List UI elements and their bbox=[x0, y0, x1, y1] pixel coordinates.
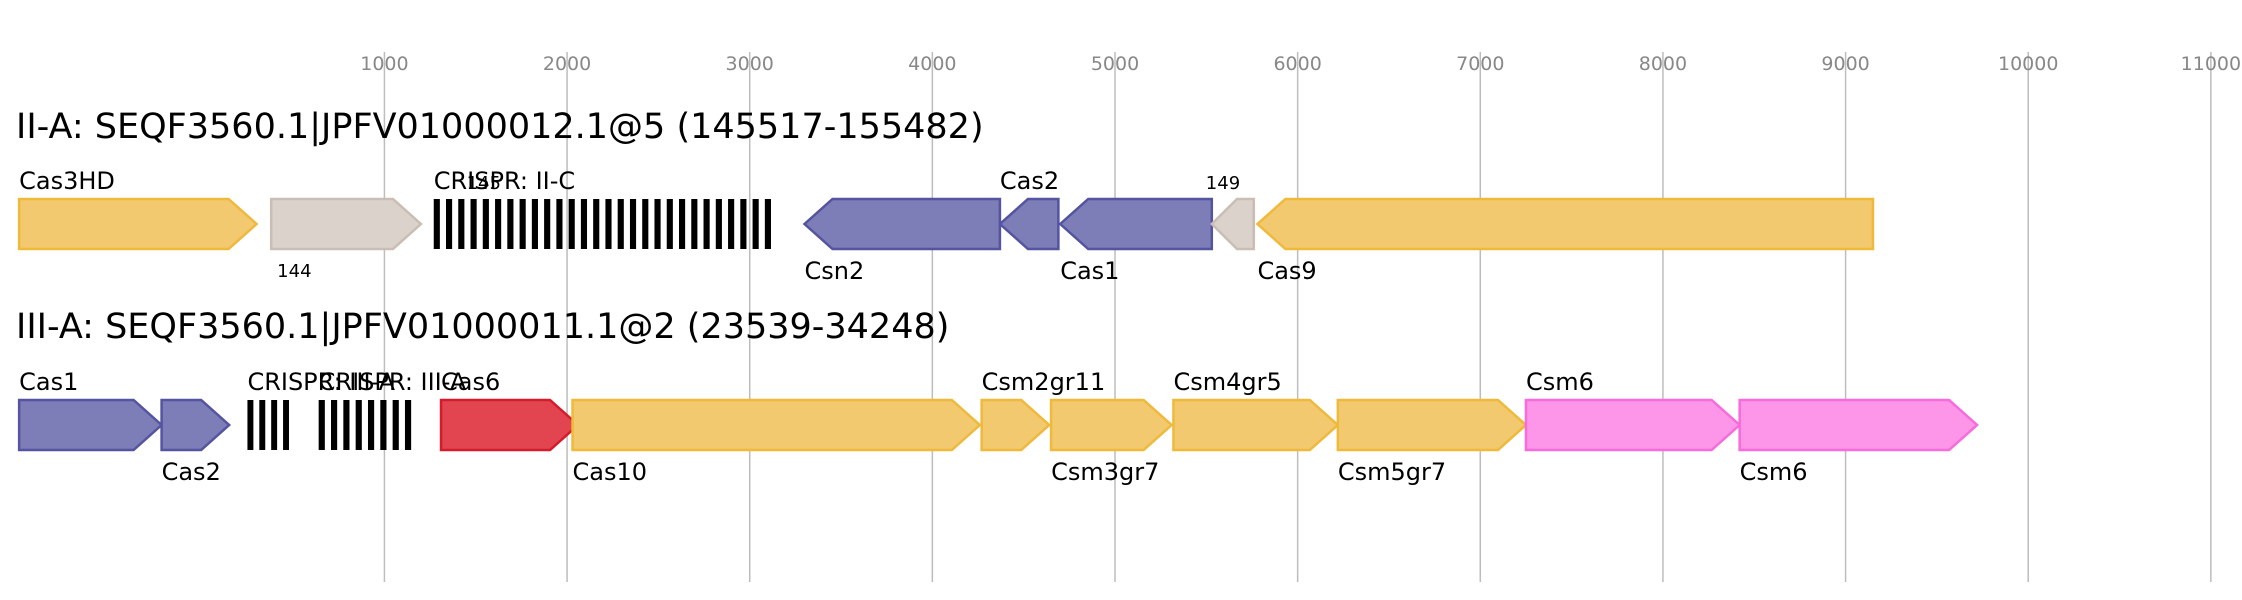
crispr-repeat bbox=[482, 199, 489, 249]
gene-arrow-csm5gr7 bbox=[1336, 398, 1528, 452]
gene-arrow-csn2 bbox=[802, 197, 1002, 251]
track-title-iii-a: III-A: SEQF3560.1|JPFV01000011.1@2 (2353… bbox=[16, 307, 949, 347]
crispr-repeat bbox=[691, 199, 698, 249]
gene-label: Cas2 bbox=[1000, 167, 1059, 195]
gene-arrow-cas10 bbox=[571, 398, 982, 452]
crispr-repeat bbox=[629, 199, 637, 249]
gene-label: Cas1 bbox=[1060, 257, 1119, 285]
crispr-repeat bbox=[495, 199, 502, 249]
gene-label: Cas1 bbox=[19, 368, 78, 396]
crispr-repeat bbox=[740, 199, 747, 249]
crispr-label: CRISPR: II-C bbox=[434, 167, 575, 195]
gene-label: Csm4gr5 bbox=[1173, 368, 1281, 396]
crispr-label: CRISPR: III-A bbox=[319, 368, 467, 396]
crispr-repeat bbox=[544, 199, 551, 249]
tick-label: 1000 bbox=[360, 53, 408, 75]
crispr-repeat bbox=[568, 199, 575, 249]
crispr-repeat bbox=[703, 199, 710, 249]
gene-label: Csm3gr7 bbox=[1051, 458, 1159, 486]
gene-arrow-cas9 bbox=[1255, 197, 1875, 251]
crispr-repeat bbox=[470, 199, 477, 249]
crispr-repeat bbox=[380, 400, 387, 450]
crispr-repeat bbox=[764, 199, 771, 249]
crispr-repeat bbox=[666, 199, 673, 249]
gene-arrow-cas1 bbox=[17, 398, 164, 452]
gene-label: Cas10 bbox=[573, 458, 648, 486]
crispr-repeat bbox=[617, 199, 624, 249]
tick-label: 6000 bbox=[1273, 53, 1321, 75]
gene-arrow-csm6 bbox=[1738, 398, 1979, 452]
gene-label: Cas6 bbox=[441, 368, 500, 396]
tick-label: 8000 bbox=[1639, 53, 1687, 75]
tick-label: 5000 bbox=[1091, 53, 1139, 75]
crispr-repeat bbox=[318, 400, 325, 450]
gene-arrow-cas2 bbox=[998, 197, 1060, 251]
crispr-repeat bbox=[433, 199, 440, 249]
gene-label: 149 bbox=[1206, 173, 1240, 194]
crispr-repeat bbox=[392, 400, 399, 450]
crispr-repeat bbox=[247, 400, 254, 450]
crispr-repeat bbox=[367, 400, 375, 450]
gene-label: Cas3HD bbox=[19, 167, 115, 195]
gene-arrow-csm2gr11 bbox=[980, 398, 1052, 452]
gene-arrow-cas2 bbox=[160, 398, 232, 452]
gene-arrow-144 bbox=[269, 197, 423, 251]
gene-arrow-csm4gr5 bbox=[1172, 398, 1340, 452]
crispr-repeat bbox=[728, 199, 735, 249]
axis-tick-labels: 1000 2000 3000 4000 5000 6000 7000 8000 9000 1000… bbox=[360, 53, 2241, 75]
gene-label: Cas2 bbox=[162, 458, 221, 486]
tick-label: 10000 bbox=[1998, 53, 2058, 75]
crispr-array bbox=[318, 400, 412, 450]
tick-label: 9000 bbox=[1821, 53, 1869, 75]
crispr-repeat bbox=[580, 199, 588, 249]
gene-label: Csm6 bbox=[1740, 458, 1808, 486]
gene-arrow-149 bbox=[1210, 197, 1256, 251]
gene-arrow-cas3hd bbox=[17, 197, 259, 251]
tick-label: 11000 bbox=[2181, 53, 2241, 75]
crispr-array bbox=[247, 400, 289, 450]
crispr-repeat bbox=[271, 400, 278, 450]
gene-label: Csm2gr11 bbox=[982, 368, 1106, 396]
crispr-repeat bbox=[642, 199, 649, 249]
crispr-repeat bbox=[605, 199, 612, 249]
tick-label: 4000 bbox=[908, 53, 956, 75]
gene-arrow-cas6 bbox=[439, 398, 580, 452]
gene-arrow-cas1 bbox=[1058, 197, 1214, 251]
gene-label: Cas9 bbox=[1257, 257, 1316, 285]
crispr-repeat bbox=[343, 400, 350, 450]
crispr-repeat bbox=[593, 199, 600, 249]
crispr-repeat bbox=[556, 199, 563, 249]
crispr-repeat bbox=[330, 400, 338, 450]
feature-label: 145 bbox=[467, 173, 501, 194]
crispr-repeat bbox=[752, 199, 759, 249]
crispr-repeat bbox=[445, 199, 453, 249]
gene-label: Csm6 bbox=[1526, 368, 1594, 396]
crispr-repeat bbox=[531, 199, 538, 249]
crispr-repeat bbox=[679, 199, 686, 249]
track-title-ii-a: II-A: SEQF3560.1|JPFV01000012.1@5 (14551… bbox=[16, 107, 984, 147]
crispr-repeat bbox=[355, 400, 362, 450]
crispr-repeat bbox=[404, 400, 412, 450]
gene-label: Csn2 bbox=[805, 257, 865, 285]
gene-arrow-csm3gr7 bbox=[1049, 398, 1174, 452]
gene-arrow-csm6 bbox=[1524, 398, 1742, 452]
tick-label: 3000 bbox=[726, 53, 774, 75]
crispr-repeat bbox=[283, 400, 289, 450]
gene-label: Csm5gr7 bbox=[1338, 458, 1446, 486]
crispr-repeat bbox=[458, 199, 465, 249]
crispr-label: CRISPR: III-A bbox=[247, 368, 395, 396]
tick-label: 7000 bbox=[1456, 53, 1504, 75]
gene-label: 144 bbox=[277, 261, 311, 282]
crispr-repeat bbox=[507, 199, 514, 249]
tick-label: 2000 bbox=[543, 53, 591, 75]
crispr-repeat bbox=[259, 400, 266, 450]
grid-lines bbox=[383, 52, 2212, 582]
crispr-repeat bbox=[654, 199, 661, 249]
crispr-array bbox=[433, 199, 771, 249]
crispr-repeat bbox=[715, 199, 722, 249]
crispr-repeat bbox=[519, 199, 526, 249]
